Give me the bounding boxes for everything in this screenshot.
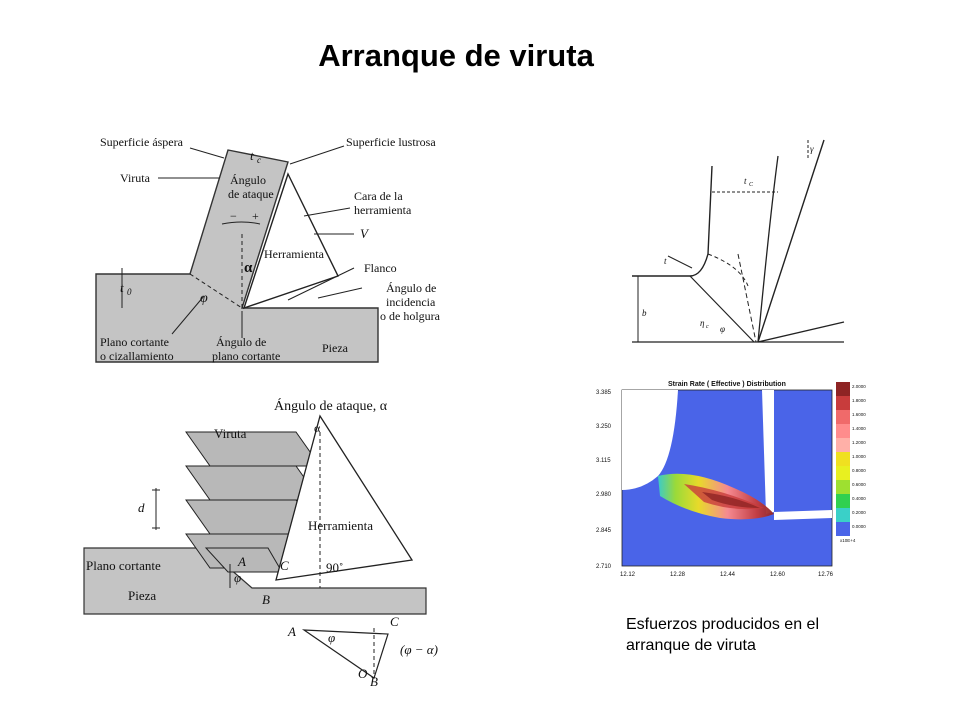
legend-swatch-8	[836, 494, 850, 508]
page-title: Arranque de viruta	[318, 38, 594, 73]
legend-value-10: 0.0000	[852, 524, 866, 529]
label-incidencia-3: o de holgura	[380, 309, 441, 323]
cutting-diagram-top: Superficie áspera Superficie lustrosa t …	[95, 135, 441, 363]
legend-value-3: 1.4000	[852, 426, 866, 431]
caption: Esfuerzos producidos en el arranque de v…	[626, 616, 819, 654]
y-tick-0: 3.385	[596, 390, 612, 396]
label-v: V	[360, 226, 370, 241]
y-tick-5: 2.710	[596, 564, 612, 570]
chip-slab-1	[185, 431, 321, 467]
x-tick-0: 12.12	[620, 572, 636, 578]
legend-value-4: 1.2000	[852, 440, 866, 445]
y-tick-1: 3.250	[596, 424, 612, 430]
x-tick-3: 12.60	[770, 572, 786, 578]
label-d: d	[138, 500, 145, 515]
strain-rate-heatmap: Strain Rate ( Effective ) Distribution 3…	[596, 381, 866, 578]
label-pieza: Pieza	[322, 341, 349, 355]
label-tri-b: B	[370, 674, 378, 688]
y-tick-2: 3.115	[596, 458, 611, 464]
legend-value-7: 0.6000	[852, 482, 866, 487]
label-plano-1: Plano cortante	[100, 335, 169, 349]
label-angulo-ataque: Ángulo de ataque, α	[274, 397, 388, 414]
legend-swatch-9	[836, 508, 850, 522]
legend-value-0: 2.0000	[852, 384, 866, 389]
y-tick-4: 2.845	[596, 528, 612, 534]
label-gamma: γ	[810, 144, 814, 154]
legend-unit: x10E+4	[840, 538, 856, 543]
label-phi: φ	[200, 291, 208, 306]
tool-shape	[242, 172, 339, 310]
label-eta-sub: c	[706, 324, 709, 330]
label-viruta: Viruta	[214, 426, 247, 441]
velocity-triangle	[301, 629, 389, 679]
legend-swatch-6	[836, 466, 850, 480]
label-superficie-lustrosa: Superficie lustrosa	[346, 135, 436, 149]
label-b: b	[642, 308, 647, 318]
legend-value-2: 1.6000	[852, 412, 866, 417]
legend-swatch-5	[836, 452, 850, 466]
label-b: B	[262, 592, 270, 607]
legend-swatch-2	[836, 410, 850, 424]
chip-formation-schematic: t C γ b t φ η c	[632, 139, 845, 343]
label-herramienta: Herramienta	[264, 247, 325, 261]
label-herramienta: Herramienta	[308, 518, 373, 533]
heatmap-title: Strain Rate ( Effective ) Distribution	[668, 381, 786, 388]
label-flanco: Flanco	[364, 261, 397, 275]
label-angplano-1: Ángulo de	[216, 335, 266, 349]
label-incidencia-2: incidencia	[386, 295, 436, 309]
label-angulo-ataque-2: de ataque	[228, 187, 274, 201]
label-alpha: α	[314, 421, 321, 435]
label-eta: η	[700, 318, 705, 328]
label-ninety: 90˚	[326, 560, 343, 575]
label-angulo-ataque-1: Ángulo	[230, 173, 266, 187]
label-tri-a: A	[287, 624, 296, 639]
label-superficie-aspera: Superficie áspera	[100, 135, 184, 149]
legend-value-8: 0.4000	[852, 496, 866, 501]
label-tc: t	[744, 176, 747, 186]
label-plano-cortante: Plano cortante	[86, 558, 161, 573]
x-tick-4: 12.76	[818, 572, 834, 578]
x-tick-1: 12.28	[670, 572, 686, 578]
cutting-diagram-bottom: Ángulo de ataque, α α Viruta d Herramien…	[83, 397, 438, 688]
legend-swatch-7	[836, 480, 850, 494]
label-tri-c: C	[390, 614, 399, 629]
label-minus: −	[230, 209, 237, 223]
label-c: C	[280, 558, 289, 573]
label-incidencia-1: Ángulo de	[386, 281, 436, 295]
label-tc: t	[250, 148, 254, 163]
label-tc-sub: c	[257, 155, 261, 165]
legend-value-1: 1.8000	[852, 398, 866, 403]
label-phi: φ	[234, 570, 241, 585]
legend-swatch-0	[836, 382, 850, 396]
legend-swatch-4	[836, 438, 850, 452]
label-angplano-2: plano cortante	[212, 349, 280, 363]
label-t0-sub: 0	[127, 287, 132, 297]
label-t0: t	[120, 280, 124, 295]
y-tick-3: 2.980	[596, 492, 612, 498]
label-plano-2: o cizallamiento	[100, 349, 174, 363]
label-plus: +	[252, 209, 259, 223]
label-viruta: Viruta	[120, 171, 151, 185]
x-tick-2: 12.44	[720, 572, 736, 578]
label-tri-phi: φ	[328, 630, 335, 645]
tool-shape	[275, 414, 414, 581]
label-tc-sub: C	[749, 182, 754, 188]
label-alpha: α	[244, 260, 253, 276]
legend-swatch-3	[836, 424, 850, 438]
label-pieza: Pieza	[128, 588, 156, 603]
legend-swatch-1	[836, 396, 850, 410]
legend-swatch-10	[836, 522, 850, 536]
label-cara-2: herramienta	[354, 203, 412, 217]
label-tri-phi-alpha: (φ − α)	[400, 642, 438, 657]
label-phi: φ	[720, 324, 725, 334]
heatmap-legend: 2.0000 1.8000 1.6000 1.4000 1.2000 1.000…	[836, 382, 866, 543]
legend-value-6: 0.8000	[852, 468, 866, 473]
label-cara-1: Cara de la	[354, 189, 403, 203]
label-a: A	[237, 554, 246, 569]
label-tri-o: O	[358, 666, 368, 681]
label-t: t	[664, 256, 667, 266]
legend-value-5: 1.0000	[852, 454, 866, 459]
legend-value-9: 0.2000	[852, 510, 866, 515]
